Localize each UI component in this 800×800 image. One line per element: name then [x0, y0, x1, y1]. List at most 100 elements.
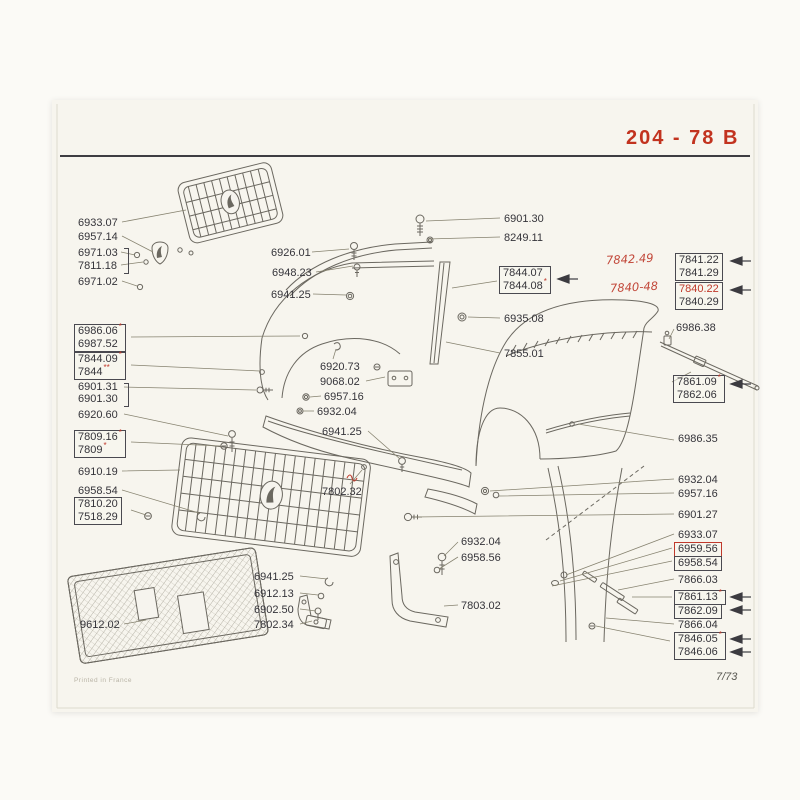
part-number: 7861.13	[678, 591, 718, 603]
part-label-box: 7844.07 7844.08*	[499, 266, 551, 294]
leader-lines	[120, 209, 692, 642]
variant-mark: *	[718, 588, 722, 598]
part-label: 6901.31	[78, 381, 118, 393]
lion-badge-drawing	[151, 241, 194, 265]
part-label-box: 7844.09* 7844**	[74, 351, 126, 380]
part-label: 7862.06	[677, 389, 721, 402]
part-label-box: 7846.05* 7846.06	[674, 630, 726, 660]
part-label: 6933.07	[678, 529, 718, 541]
part-number: 7844.08	[503, 280, 543, 292]
part-label: 7840.29	[679, 296, 719, 309]
reference-arrows	[556, 256, 751, 657]
part-number: 6958.54	[678, 557, 718, 569]
part-label: 8249.11	[504, 232, 543, 244]
part-number: 7861.09	[677, 376, 717, 388]
part-label: 7844**	[78, 363, 122, 379]
variant-mark: *	[718, 630, 722, 640]
variant-mark: *	[118, 428, 122, 438]
part-label: 7810.20	[78, 498, 118, 511]
part-label: 6958.54	[678, 557, 718, 570]
part-label: 6957.14	[78, 231, 118, 243]
part-label: 6986.35	[678, 433, 718, 445]
part-label-box: 7841.22 7841.29	[675, 253, 723, 281]
part-label: 7811.18	[78, 260, 117, 272]
part-number: 7841.22	[679, 254, 719, 266]
part-label: 7809*	[78, 441, 122, 457]
part-label: 7518.29	[78, 511, 118, 524]
part-label-box: 7840.22 7840.29	[675, 282, 723, 310]
part-number: 7846.06	[678, 646, 718, 658]
variant-mark: *	[717, 373, 721, 383]
part-label: 6971.03	[78, 247, 118, 259]
part-label: 7866.03	[678, 574, 718, 586]
upper-grille-drawing	[177, 162, 284, 244]
part-label: 7846.06	[678, 646, 722, 659]
part-label: 6971.02	[78, 276, 118, 288]
part-label: 7844.07	[503, 267, 547, 280]
part-label-box: 6958.54	[674, 556, 722, 571]
part-label: 6933.07	[78, 217, 118, 229]
part-number: 7840.29	[679, 296, 719, 308]
part-number: 6959.56	[678, 543, 718, 555]
variant-mark: *	[103, 441, 107, 451]
handwritten-part-number: 7842.49	[605, 250, 654, 268]
part-number: 7846.05	[678, 633, 718, 645]
door-edge-drawing	[545, 465, 645, 643]
part-number: 7810.20	[78, 498, 118, 510]
part-label-box: 7810.20 7518.29	[74, 497, 122, 525]
part-label-box: 7809.16* 7809*	[74, 428, 126, 458]
part-label: 6932.04	[461, 536, 501, 548]
page-code: 204 - 78 B	[626, 127, 740, 149]
part-number: 6987.52	[78, 338, 118, 350]
part-label: 6910.19	[78, 466, 118, 478]
part-label: 6901.30	[504, 213, 544, 225]
part-number: 7862.09	[678, 605, 718, 617]
group-bracket	[124, 248, 129, 274]
part-label: 7862.09	[678, 605, 718, 618]
inner-panel-drawing	[259, 241, 451, 401]
part-label: 7802.34	[254, 619, 294, 631]
part-label: 7840.22	[679, 283, 719, 296]
part-label: 6958.54	[78, 485, 118, 497]
part-number: 7844.09	[78, 353, 118, 365]
variant-mark: *	[543, 277, 547, 287]
part-label: 7802.32	[322, 486, 362, 498]
part-label: 6957.16	[324, 391, 364, 403]
part-label: 6986.06*	[78, 323, 122, 338]
part-label: 7855.01	[504, 348, 544, 360]
lower-valance-drawing	[67, 547, 269, 664]
part-number: 7840.22	[679, 283, 719, 295]
part-label-box: 6986.06* 6987.52	[74, 323, 126, 352]
part-label: 6935.08	[504, 313, 544, 325]
part-label: 6986.38	[676, 322, 716, 334]
front-fender-drawing	[475, 299, 659, 467]
bumper-blade-drawing	[262, 415, 478, 515]
part-number: 7518.29	[78, 511, 118, 523]
part-number: 7809.16	[78, 431, 118, 443]
part-label: 7861.13*	[678, 588, 722, 604]
part-label: 6901.27	[678, 509, 718, 521]
part-label-box: 6959.56	[674, 542, 722, 557]
part-label: 6926.01	[271, 247, 311, 259]
part-label: 7841.22	[679, 254, 719, 267]
header-rule	[60, 155, 750, 157]
part-label: 6941.25	[322, 426, 362, 438]
part-label-box: 7862.09	[674, 604, 722, 619]
part-label: 6920.60	[78, 409, 118, 421]
part-label: 7844.09*	[78, 351, 122, 366]
part-label: 6941.25	[271, 289, 311, 301]
part-label: 7841.29	[679, 267, 719, 280]
part-label: 6941.25	[254, 571, 294, 583]
group-bracket	[124, 383, 129, 407]
variant-mark: **	[103, 363, 110, 373]
page-edges	[56, 104, 755, 709]
part-label: 6932.04	[678, 474, 718, 486]
part-number: 7809	[78, 444, 103, 456]
part-label: 9612.02	[80, 619, 120, 631]
mounting-brackets-drawing	[297, 552, 449, 630]
part-label: 6932.04	[317, 406, 357, 418]
part-label: 7809.16*	[78, 428, 122, 444]
printed-note: Printed in France	[74, 677, 132, 684]
page-folio: 7/73	[716, 671, 738, 683]
